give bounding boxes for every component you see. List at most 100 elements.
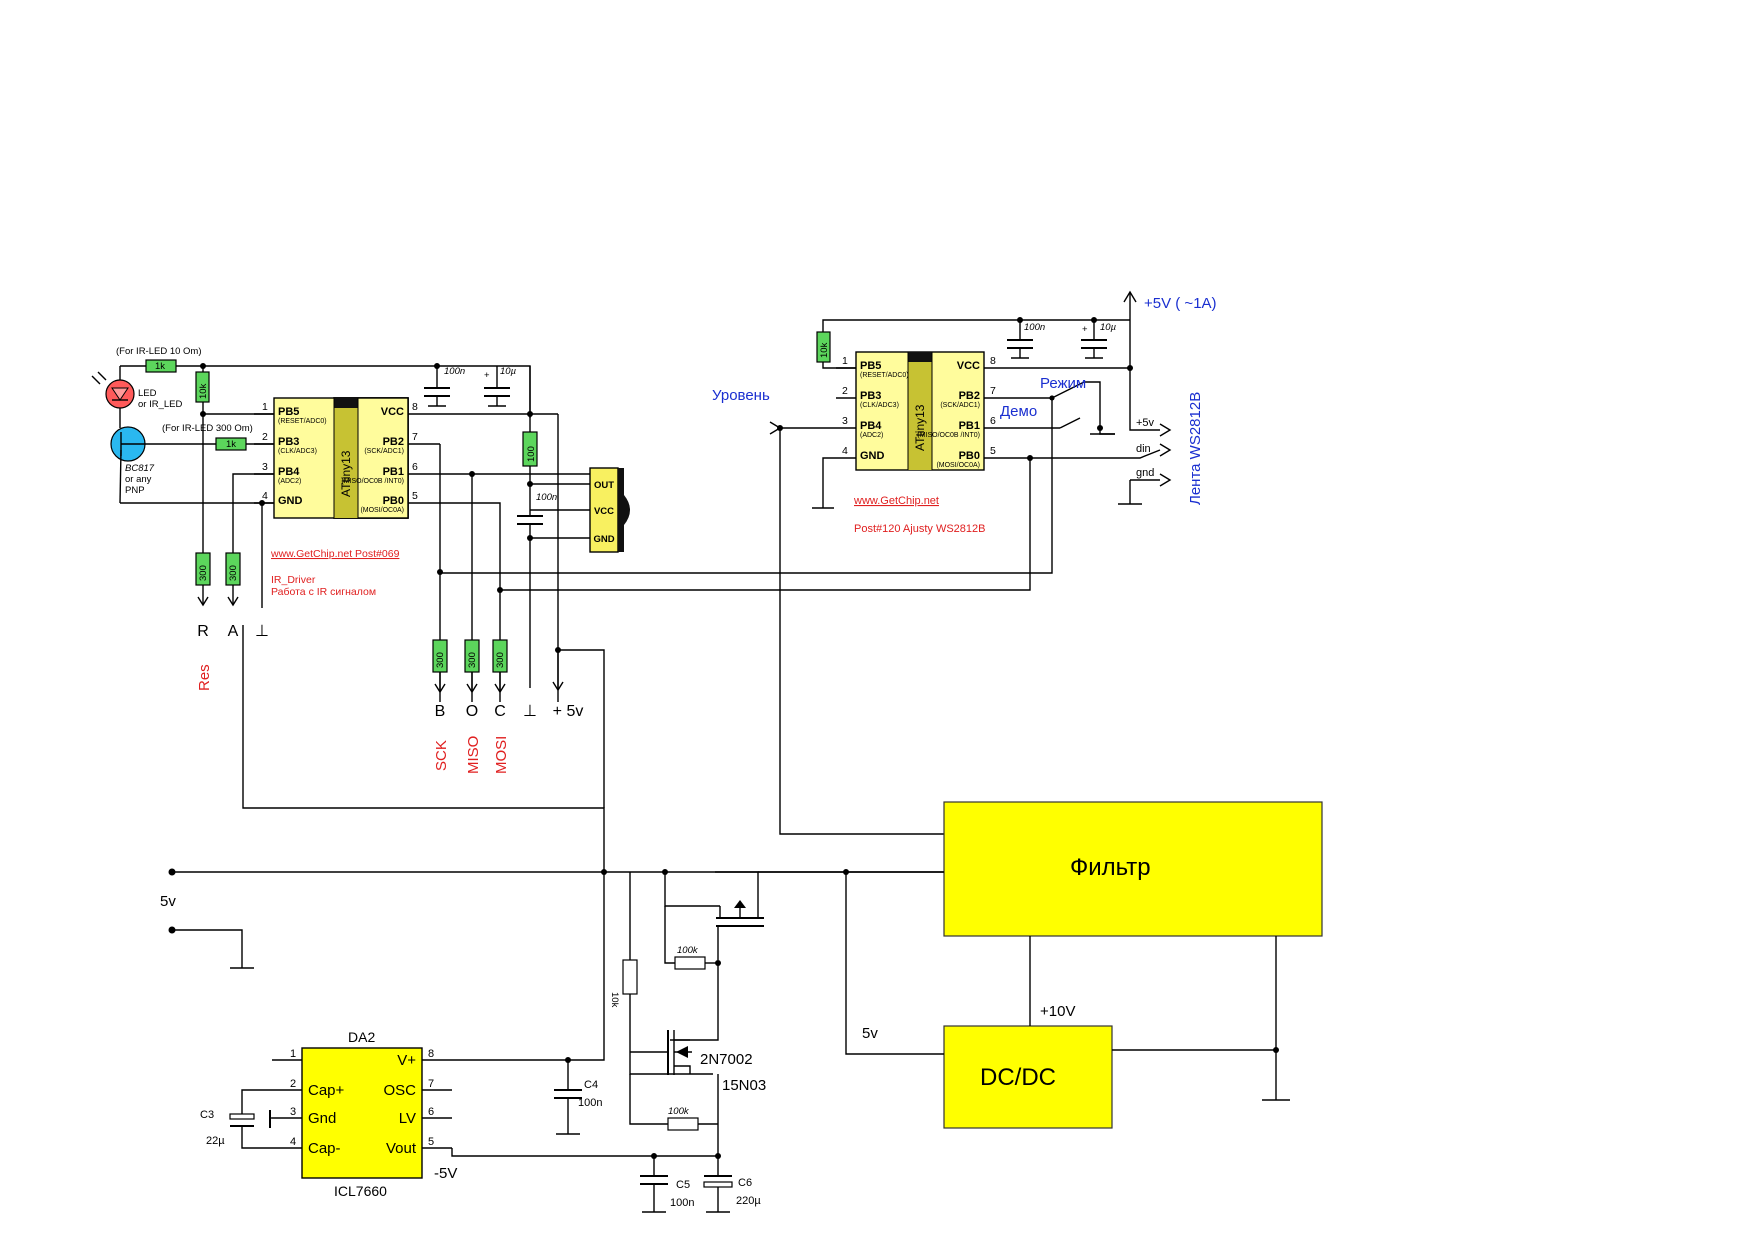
right-chip-pin-name: PB4 bbox=[860, 420, 882, 432]
strip-pin-label: +5v bbox=[1136, 417, 1155, 429]
capacitor-10u-top-label: 10µ bbox=[500, 366, 517, 377]
capacitor-100n-top bbox=[424, 366, 450, 407]
left-chip-pin-num: 6 bbox=[412, 461, 418, 473]
resistor-10k-power bbox=[622, 959, 638, 995]
header-pin-label: O bbox=[466, 703, 478, 720]
resistor-1k-top bbox=[145, 359, 177, 373]
right-chip-pin-sub: (SCK/ADC1) bbox=[940, 402, 980, 409]
ic-pin-name: Cap- bbox=[308, 1140, 341, 1157]
resistor-100k-top bbox=[674, 956, 706, 970]
resistor-100k-bottom-label: 100k bbox=[668, 1106, 690, 1117]
left-chip-pin-num: 7 bbox=[412, 431, 418, 443]
header-pin-sub-label: MOSI bbox=[493, 736, 510, 774]
ic-pin-name: LV bbox=[399, 1110, 416, 1127]
right-chip-pin-name: PB0 bbox=[959, 450, 980, 462]
ic-pin-name: OSC bbox=[383, 1082, 416, 1099]
strip-pin-label: din bbox=[1136, 443, 1151, 455]
ir-pin-label: VCC bbox=[594, 506, 614, 517]
left-chip-pin-num: 8 bbox=[412, 401, 418, 413]
left-attiny13-body bbox=[273, 397, 409, 519]
right-chip-pin-sub: (ADC2) bbox=[860, 432, 883, 439]
level-label: Уровень bbox=[712, 387, 770, 404]
capacitor-100n-right bbox=[1007, 320, 1033, 359]
left-chip-pin-sub: (MISO/OC0B /INT0) bbox=[341, 478, 404, 485]
strip-pin-label: gnd bbox=[1136, 467, 1154, 479]
header-pin-label: C bbox=[494, 703, 506, 720]
right-chip-pin-num: 1 bbox=[842, 355, 848, 367]
ic-pin-name: Vout bbox=[386, 1140, 417, 1157]
left-chip-pin-sub: (SCK/ADC1) bbox=[364, 448, 404, 455]
header-pin-label: ⊥ bbox=[523, 703, 537, 720]
dcdc-block bbox=[943, 1025, 1113, 1129]
capacitor-c5 bbox=[640, 1156, 668, 1213]
right-chip-pin-num: 6 bbox=[990, 415, 996, 427]
left-mcu-circuit: 1k (For IR-LED 10 Om) LED or IR_LED BC81… bbox=[91, 346, 630, 774]
right-mcu-circuit: +5V ( ~1A) 10k 100n + 10µ bbox=[440, 290, 1217, 835]
header-pin-label: + 5v bbox=[553, 703, 584, 720]
filter-label: Фильтр bbox=[1070, 854, 1151, 881]
ic-pin-num: 5 bbox=[428, 1136, 434, 1148]
ic-pin-num: 1 bbox=[290, 1048, 296, 1060]
right-chip-pin-num: 5 bbox=[990, 445, 996, 457]
resistor-10k-power-label: 10k bbox=[609, 992, 620, 1008]
ic-pin-num: 7 bbox=[428, 1078, 434, 1090]
ic-pin-num: 2 bbox=[290, 1078, 296, 1090]
c6-ref: C6 bbox=[738, 1177, 752, 1189]
left-chip-pin-num: 4 bbox=[262, 490, 268, 502]
transistor-label-2: or any bbox=[125, 474, 152, 485]
left-desc-1: IR_Driver bbox=[271, 574, 316, 586]
header-pin-label: A bbox=[228, 623, 239, 640]
transistor-bc817 bbox=[110, 408, 216, 504]
right-chip-pin-num: 4 bbox=[842, 445, 848, 457]
resistor-100k-bottom bbox=[667, 1117, 699, 1131]
header-resistor-label: 300 bbox=[198, 565, 209, 581]
strip-connector bbox=[1159, 423, 1172, 487]
svg-text:+: + bbox=[484, 370, 490, 381]
left-chip-pin-name: PB1 bbox=[383, 466, 404, 478]
plus10v-label: +10V bbox=[1040, 1003, 1075, 1020]
right-credit-link: www.GetChip.net bbox=[853, 495, 939, 507]
ir-pin-label: OUT bbox=[594, 480, 614, 491]
ic-pin-num: 8 bbox=[428, 1048, 434, 1060]
right-chip-pin-name: GND bbox=[860, 450, 885, 462]
capacitor-100n-right-label: 100n bbox=[1024, 322, 1045, 333]
ir-pin-label: GND bbox=[593, 534, 614, 545]
left-chip-pin-sub: (CLK/ADC3) bbox=[278, 448, 317, 455]
c5-val: 100n bbox=[670, 1197, 694, 1209]
mode-label: Режим bbox=[1040, 375, 1086, 392]
capacitor-c4 bbox=[554, 1060, 582, 1135]
demo-label: Демо bbox=[1000, 403, 1037, 420]
ic-pin-num: 6 bbox=[428, 1106, 434, 1118]
c3-ref: C3 bbox=[200, 1109, 214, 1121]
filter-block bbox=[943, 801, 1323, 937]
right-credit-post: Post#120 Ajusty WS2812B bbox=[854, 523, 985, 535]
right-chip-pin-sub: (CLK/ADC3) bbox=[860, 402, 899, 409]
right-chip-pin-num: 8 bbox=[990, 355, 996, 367]
left-chip-pin-name: PB5 bbox=[278, 406, 299, 418]
ic-pin-name: Gnd bbox=[308, 1110, 336, 1127]
left-chip-pin-num: 5 bbox=[412, 490, 418, 502]
c4-val: 100n bbox=[578, 1097, 602, 1109]
left-chip-pin-name: PB2 bbox=[383, 436, 404, 448]
led-label: LED bbox=[138, 388, 157, 399]
capacitor-100n-top-label: 100n bbox=[444, 366, 465, 377]
resistor-10k-label: 10k bbox=[198, 383, 209, 399]
right-chip-pin-name: VCC bbox=[957, 360, 980, 372]
right-chip-pin-name: PB2 bbox=[959, 390, 980, 402]
led-label-2: or IR_LED bbox=[138, 399, 182, 410]
led bbox=[91, 366, 135, 409]
left-chip-pin-name: VCC bbox=[381, 406, 404, 418]
vneg-label: -5V bbox=[434, 1165, 457, 1182]
dcdc-label: DC/DC bbox=[980, 1064, 1056, 1091]
resistor-1k-mid-label: 1k bbox=[226, 439, 236, 450]
power-section: 5v 10k 100k bbox=[160, 625, 1323, 1213]
right-chip-pin-num: 7 bbox=[990, 385, 996, 397]
left-chip-pin-name: PB0 bbox=[383, 495, 404, 507]
note-10om: (For IR-LED 10 Om) bbox=[116, 346, 202, 357]
header-pin-sub-label: MISO bbox=[465, 736, 482, 774]
c4-ref: C4 bbox=[584, 1079, 598, 1091]
